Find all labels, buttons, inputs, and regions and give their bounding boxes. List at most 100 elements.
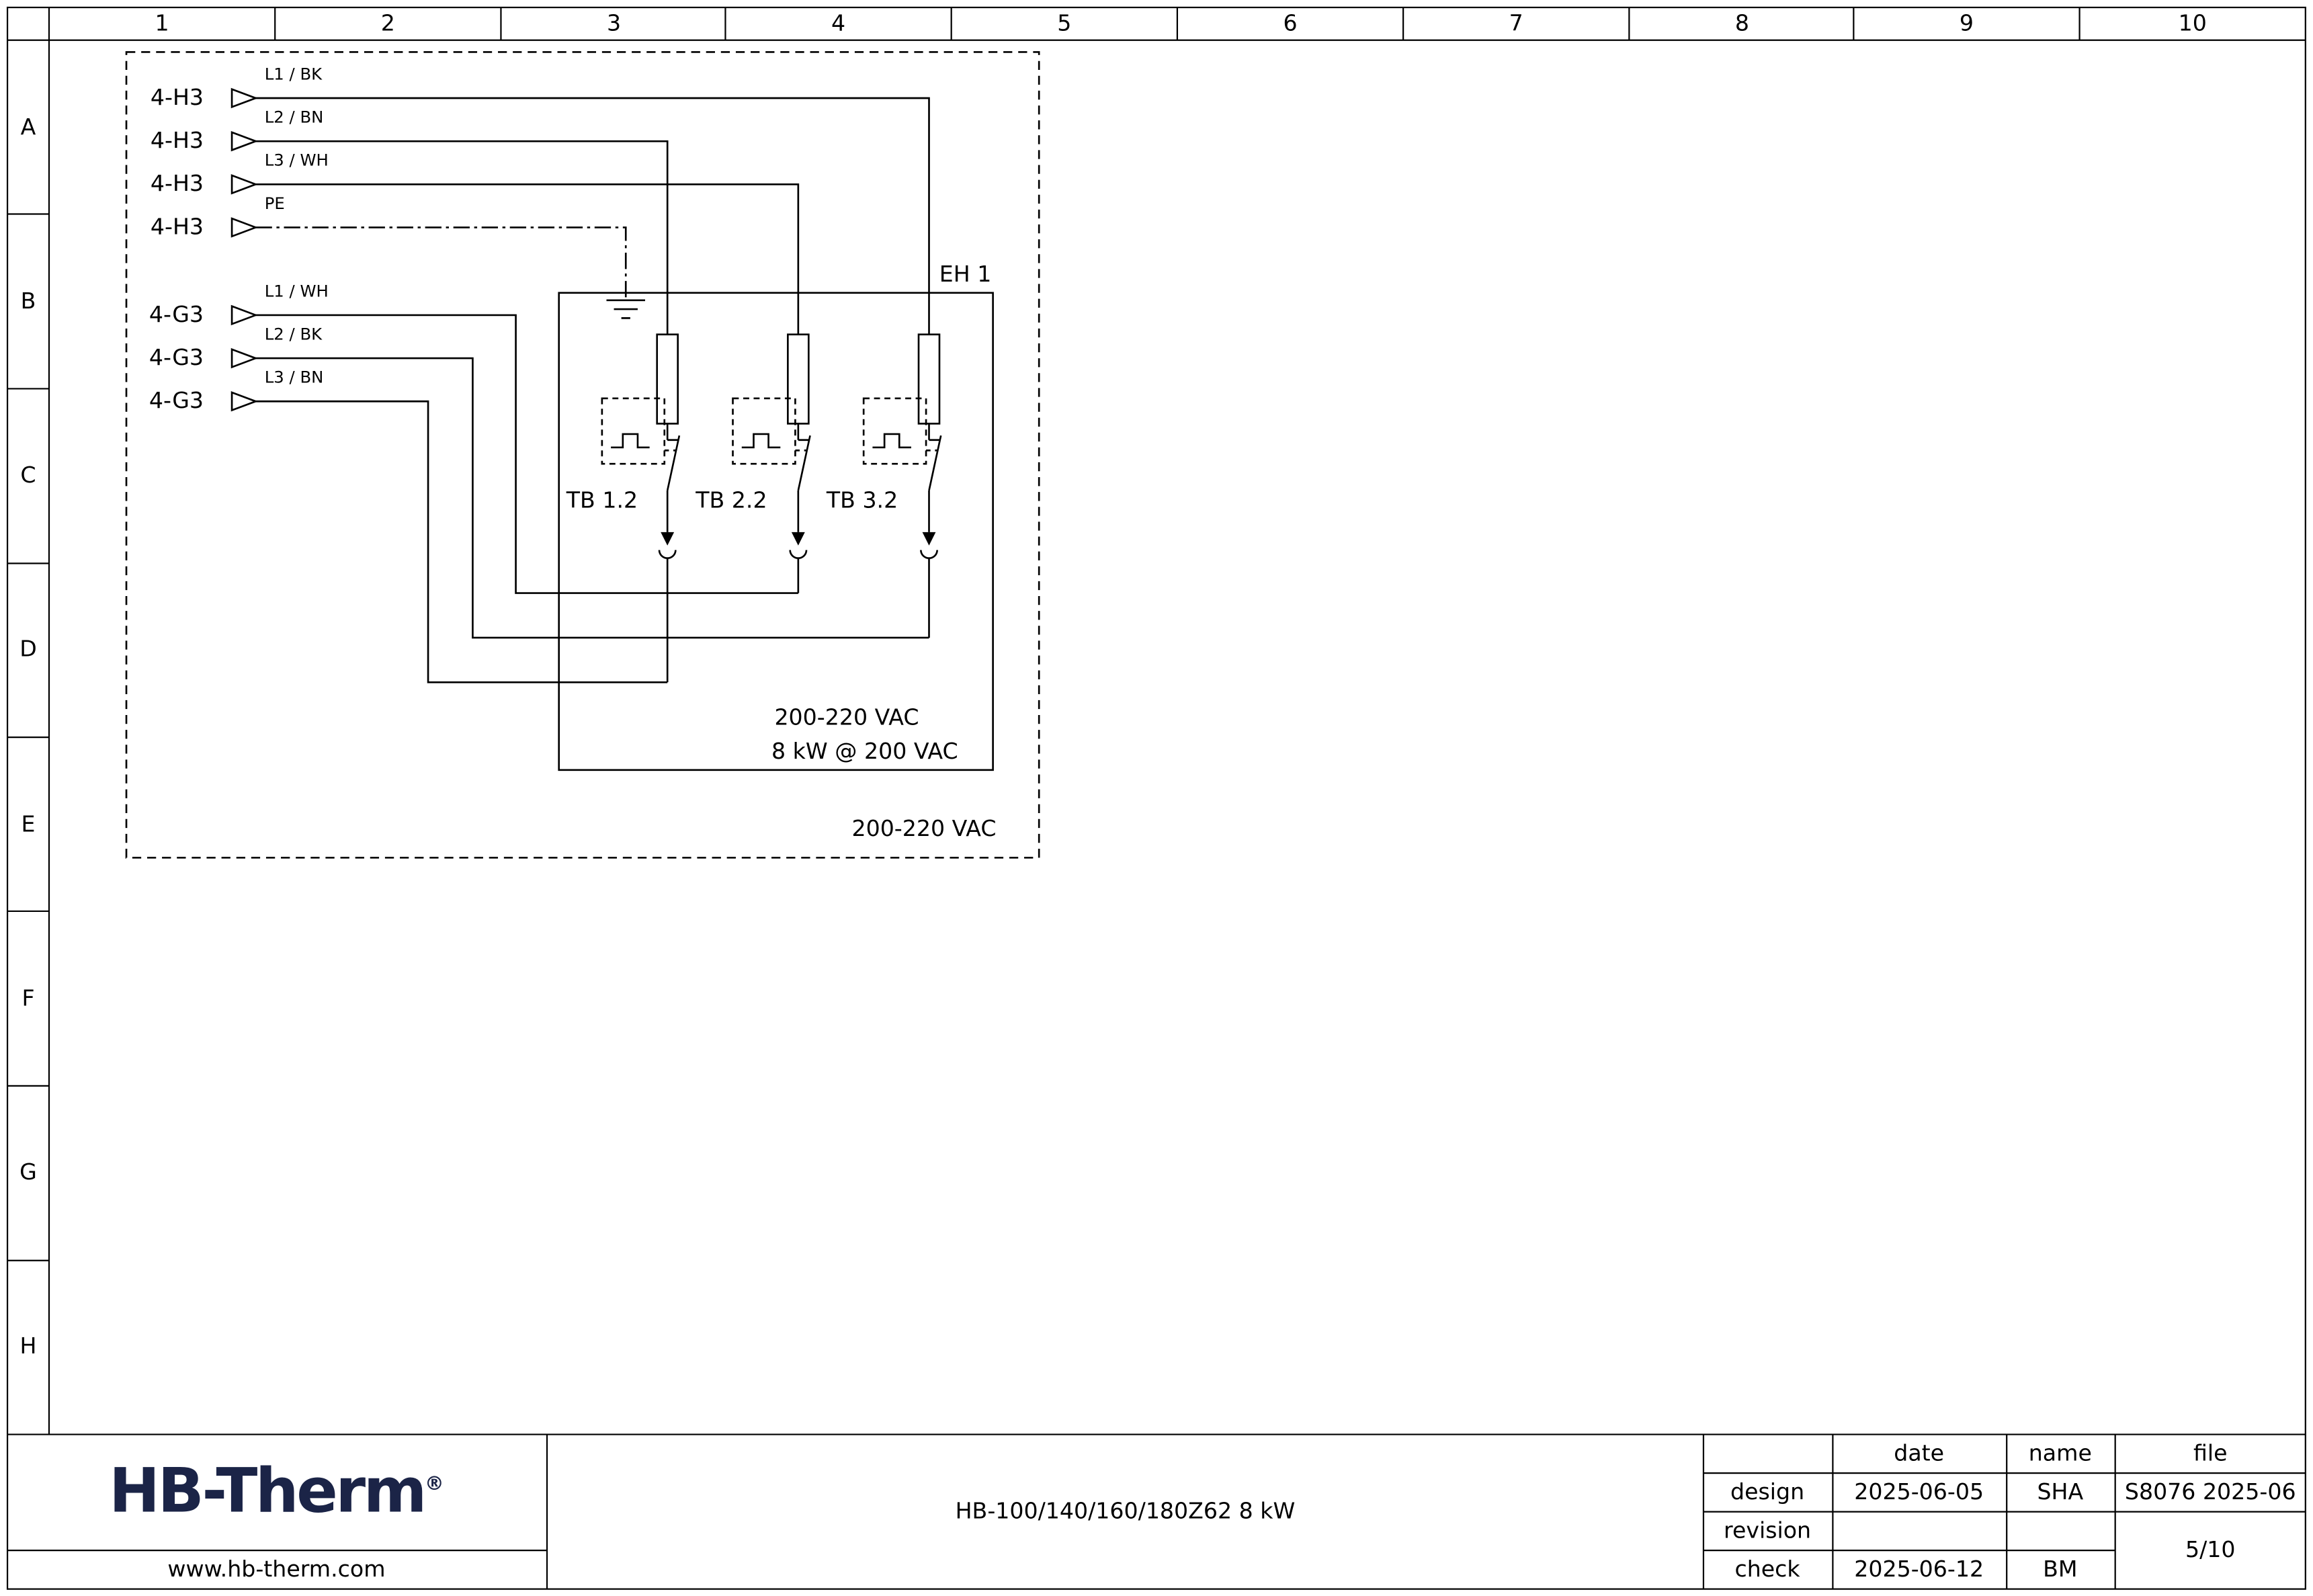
design-file: S8076 2025-06 [2124,1478,2296,1505]
design-name: SHA [2037,1478,2084,1505]
heating-element-symbol [917,333,941,425]
heater-branch-2 [732,333,811,593]
heater-rating-line1: 200-220 VAC [774,704,919,731]
heating-element-symbol [656,333,679,425]
connector-arrow-icon [230,391,259,412]
thermal-breaker-label: TB 3.2 [826,487,898,514]
connector-arrows [230,87,259,412]
grid-row-label: H [19,1333,37,1359]
design-label: design [1730,1478,1805,1505]
return-wires [255,314,929,683]
thermal-actuator-symbol [741,433,781,449]
connector-tag: 4-H3 [150,213,204,241]
wire-label: L3 / BN [264,368,324,388]
wire-label: L3 / WH [264,151,329,171]
check-label: check [1734,1555,1800,1583]
wire-label: L2 / BN [264,108,324,128]
sheet-border [6,6,2306,1590]
grid-row-label: A [20,114,36,141]
grid-column-label: 10 [2178,9,2207,37]
wire-label: L2 / BK [264,325,323,345]
supply-wires [255,97,930,335]
connector-arrow-icon [230,174,259,195]
heater-branch-3 [862,333,942,638]
thermal-contact-symbol [797,423,811,532]
grid-column-label: 2 [380,9,395,37]
socket-connector-symbol [658,550,677,559]
connector-tag: 4-H3 [150,83,204,111]
check-name: BM [2043,1555,2078,1583]
wire-l3-bn-return [255,400,668,683]
grid-column-label: 6 [1283,9,1298,37]
wire-l2-bk-return [255,357,929,639]
wire-label: L1 / BK [264,65,323,84]
grid-column-label: 1 [155,9,169,37]
grid-row-label: C [20,461,36,489]
thermal-actuator-symbol [611,433,650,449]
column-separators [274,7,2080,40]
plug-connector-symbol [922,532,936,546]
table-row-lines [1703,1472,2306,1552]
connector-arrow-icon [230,217,259,238]
grid-row-label: G [19,1159,37,1186]
table-header-name: name [2028,1439,2092,1467]
connector-tag: 4-G3 [149,300,204,328]
connector-tag: 4-G3 [149,344,204,371]
thermal-contact-symbol [666,423,681,532]
connector-arrow-icon [230,347,259,369]
socket-connector-symbol [789,550,808,559]
system-boundary [125,51,1040,859]
grid-row-label: F [22,984,35,1012]
heater-rating-line2: 8 kW @ 200 VAC [771,738,958,765]
table-header-file: file [2193,1439,2228,1467]
thermal-breaker-label: TB 1.2 [566,487,638,514]
grid-row-label: E [21,810,36,838]
connector-tag: 4-G3 [149,387,204,415]
thermal-contact-symbol [928,423,942,532]
heater-branch-1 [601,333,681,683]
thermal-breaker-label: TB 2.2 [696,487,767,514]
title-block-lines [7,1433,2306,1589]
grid-row-label: D [19,635,37,663]
wire-l2-bn [255,140,669,335]
wire-label: L1 / WH [264,282,329,301]
connector-arrow-icon [230,304,259,326]
grid-column-label: 5 [1057,9,1072,37]
connector-tag: 4-H3 [150,127,204,154]
socket-connector-symbol [920,550,938,559]
connector-arrow-icon [230,87,259,109]
hb-therm-logo: HB-Therm® [109,1456,444,1527]
wire-l1-wh-return [255,314,798,594]
grid-column-label: 7 [1509,9,1523,37]
drawing-title: HB-100/140/160/180Z62 8 kW [955,1497,1296,1525]
plug-connector-symbol [661,532,675,546]
grid-row-label: B [20,288,36,314]
page-number: 5/10 [2185,1536,2236,1563]
logo-text: HB-Therm [109,1455,427,1527]
heater-unit-label: EH 1 [939,261,992,288]
wire-pe [255,226,627,300]
sheet-frame [6,6,2306,1590]
grid-column-label: 3 [606,9,622,37]
wire-l1-bk [255,97,930,335]
supply-voltage-label: 200-220 VAC [851,815,997,843]
grid-column-label: 4 [831,9,846,37]
heating-element-symbol [787,333,810,425]
revision-label: revision [1724,1517,1812,1544]
design-date: 2025-06-05 [1854,1478,1984,1505]
thermal-actuator-symbol [872,433,911,449]
wire-l3-wh [255,183,800,335]
earth-ground-icon [606,299,646,319]
table-header-date: date [1894,1439,1945,1467]
thermal-actuator-box [732,397,796,465]
row-separators [7,213,49,1261]
check-date: 2025-06-12 [1854,1555,1984,1583]
plug-connector-symbol [791,532,805,546]
registered-mark: ® [425,1473,444,1497]
connector-tag: 4-H3 [150,170,204,198]
thermal-actuator-box [862,397,927,465]
wire-label: PE [264,194,285,214]
thermal-actuator-box [601,397,666,465]
